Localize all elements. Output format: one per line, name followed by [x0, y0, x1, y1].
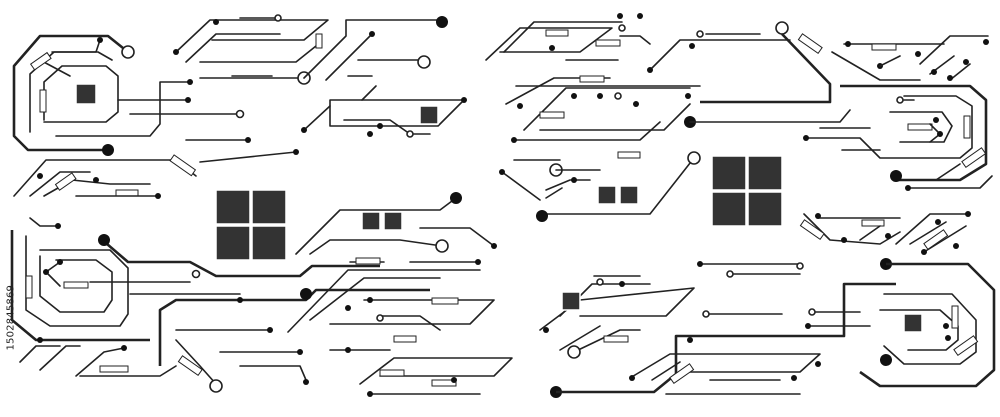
small-chip-mid-left	[419, 105, 439, 125]
left-circuit-group	[10, 14, 513, 397]
pair-chip-right-b	[619, 185, 639, 205]
pair-chip-right-a	[597, 185, 617, 205]
small-chip-lower-right	[561, 291, 581, 311]
pair-chip-left-b	[383, 211, 403, 231]
large-chip-right	[711, 155, 783, 227]
pair-chip-left-a	[361, 211, 381, 231]
small-chip-top-left	[75, 83, 97, 105]
right-circuit-group	[485, 13, 996, 398]
stock-id-text: 1502845869	[5, 284, 17, 351]
large-chip-left	[215, 189, 287, 261]
small-chip-bottom-right	[903, 313, 923, 333]
